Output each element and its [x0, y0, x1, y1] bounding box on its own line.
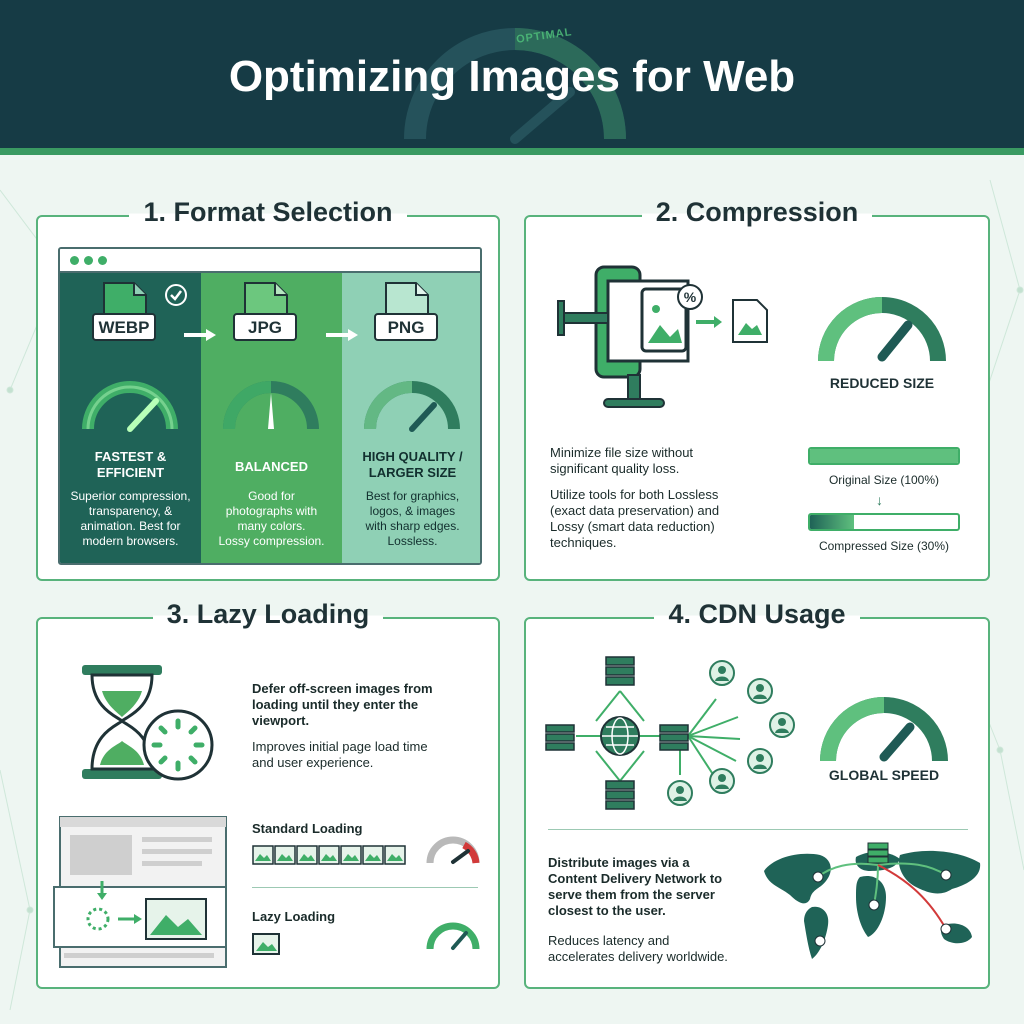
- panel-title-compression: 2. Compression: [641, 197, 873, 227]
- window-dot: [98, 256, 107, 265]
- header-banner: OPTIMAL Optimizing Images for Web: [0, 0, 1024, 148]
- panel-title-cdn: 4. CDN Usage: [654, 599, 860, 629]
- svg-text:%: %: [684, 289, 697, 305]
- gauge-balanced-icon: [223, 381, 319, 430]
- window-dot: [84, 256, 93, 265]
- cdn-network-diagram: [545, 656, 741, 810]
- check-circle-icon: [165, 284, 187, 306]
- lazy-text-2: Improves initial page load time and user…: [252, 739, 428, 770]
- arrow-right-icon: [326, 329, 358, 341]
- compression-text-1: Minimize file size without significant q…: [550, 445, 694, 476]
- format-column-jpg: JPG BALANCED Good for photographs with m…: [201, 273, 342, 563]
- browser-page-illustration: [53, 816, 227, 968]
- compression-panel: 2. Compression % REDUCED SIZE Minimize f…: [524, 197, 990, 581]
- thumbnail-icon: [252, 845, 274, 865]
- arrow-right-icon: [184, 329, 216, 341]
- thumbnail-icon: [296, 845, 318, 865]
- user-avatar-icon: [709, 660, 735, 686]
- format-label-png-line1: HIGH QUALITY /: [362, 449, 463, 464]
- format-selection-panel: 1. Format Selection WEBP FASTEST & EFFIC…: [36, 197, 500, 581]
- gauge-label-global: GLOBAL SPEED: [828, 767, 940, 783]
- browser-window: WEBP FASTEST & EFFICIENT Superior compre…: [58, 247, 482, 565]
- small-image-file-icon: [732, 299, 768, 343]
- gauge-fast-icon: [82, 381, 178, 432]
- format-label-png-line2: LARGER SIZE: [368, 465, 457, 480]
- compression-text-2: Utilize tools for both Lossless (exact d…: [550, 487, 720, 550]
- gauge-slow-icon: [426, 836, 480, 864]
- original-size-label: Original Size (100%): [828, 473, 940, 487]
- hourglass-icon: [82, 665, 214, 781]
- speed-gauge-icon: [404, 28, 626, 144]
- format-badge-png: PNG: [374, 313, 438, 341]
- lazy-loading-panel: 3. Lazy Loading Defer off-screen images …: [36, 599, 500, 989]
- format-label-jpg: BALANCED: [235, 459, 308, 474]
- compressed-size-fill: [810, 515, 855, 529]
- world-map-icon: [764, 842, 981, 959]
- format-desc-jpg: Good for photographs with many colors. L…: [218, 489, 325, 548]
- cdn-divider: [548, 829, 968, 830]
- thumbnail-icon: [274, 845, 296, 865]
- user-avatar-icon: [769, 712, 795, 738]
- page-title: Optimizing Images for Web: [228, 52, 796, 101]
- gauge-label-reduced: REDUCED SIZE: [829, 375, 935, 391]
- cdn-text-1: Distribute images via a Content Delivery…: [548, 855, 723, 918]
- thumbnail-icon: [384, 845, 406, 865]
- format-badge-jpg: JPG: [233, 313, 297, 341]
- panel-title-lazy: 3. Lazy Loading: [152, 599, 384, 629]
- panel-title-format: 1. Format Selection: [129, 197, 407, 227]
- arrow-right-icon: [696, 316, 722, 328]
- single-thumbnail-icon: [252, 933, 280, 955]
- format-column-png: PNG HIGH QUALITY / LARGER SIZE Best for …: [342, 273, 480, 563]
- lazy-loading-label: Lazy Loading: [252, 909, 336, 924]
- format-badge-webp: WEBP: [92, 313, 156, 341]
- gauge-fast-icon: [426, 922, 480, 950]
- compressed-size-label: Compressed Size (30%): [818, 539, 950, 553]
- format-desc-png: Best for graphics, logos, & images with …: [365, 489, 460, 548]
- standard-loading-label: Standard Loading: [252, 821, 363, 836]
- format-label-webp-line1: FASTEST &: [94, 449, 167, 464]
- user-avatar-icon: [667, 780, 693, 806]
- format-label-webp-line2: EFFICIENT: [96, 465, 165, 480]
- arrow-down-icon: ↓: [876, 492, 883, 508]
- original-size-fill: [810, 449, 958, 463]
- loading-divider: [252, 887, 478, 888]
- thumbnail-icon: [362, 845, 384, 865]
- thumbnail-icon: [340, 845, 362, 865]
- window-dot: [70, 256, 79, 265]
- gauge-quality-icon: [364, 381, 460, 432]
- thumbnail-icon: [318, 845, 340, 865]
- standard-loading-thumbnails: [252, 845, 412, 867]
- header-accent-bar: [0, 148, 1024, 155]
- clamp-compress-icon: %: [557, 265, 703, 408]
- format-desc-webp: Superior compression, transparency, & an…: [70, 489, 191, 548]
- user-avatar-icon: [747, 748, 773, 774]
- user-avatar-icon: [709, 768, 735, 794]
- gauge-reduced-icon: [818, 297, 946, 362]
- cdn-usage-panel: 4. CDN Usage GLOBAL SPEED Distribute ima…: [524, 599, 990, 989]
- cdn-text-2: Reduces latency and accelerates delivery…: [548, 933, 728, 964]
- format-column-webp: WEBP FASTEST & EFFICIENT Superior compre…: [60, 273, 201, 563]
- compressed-size-bar: [808, 513, 960, 531]
- browser-toolbar: [60, 249, 480, 273]
- lazy-text-1: Defer off-screen images from loading unt…: [252, 681, 433, 728]
- user-avatar-icon: [747, 678, 773, 704]
- original-size-bar: [808, 447, 960, 465]
- gauge-global-icon: [820, 697, 948, 762]
